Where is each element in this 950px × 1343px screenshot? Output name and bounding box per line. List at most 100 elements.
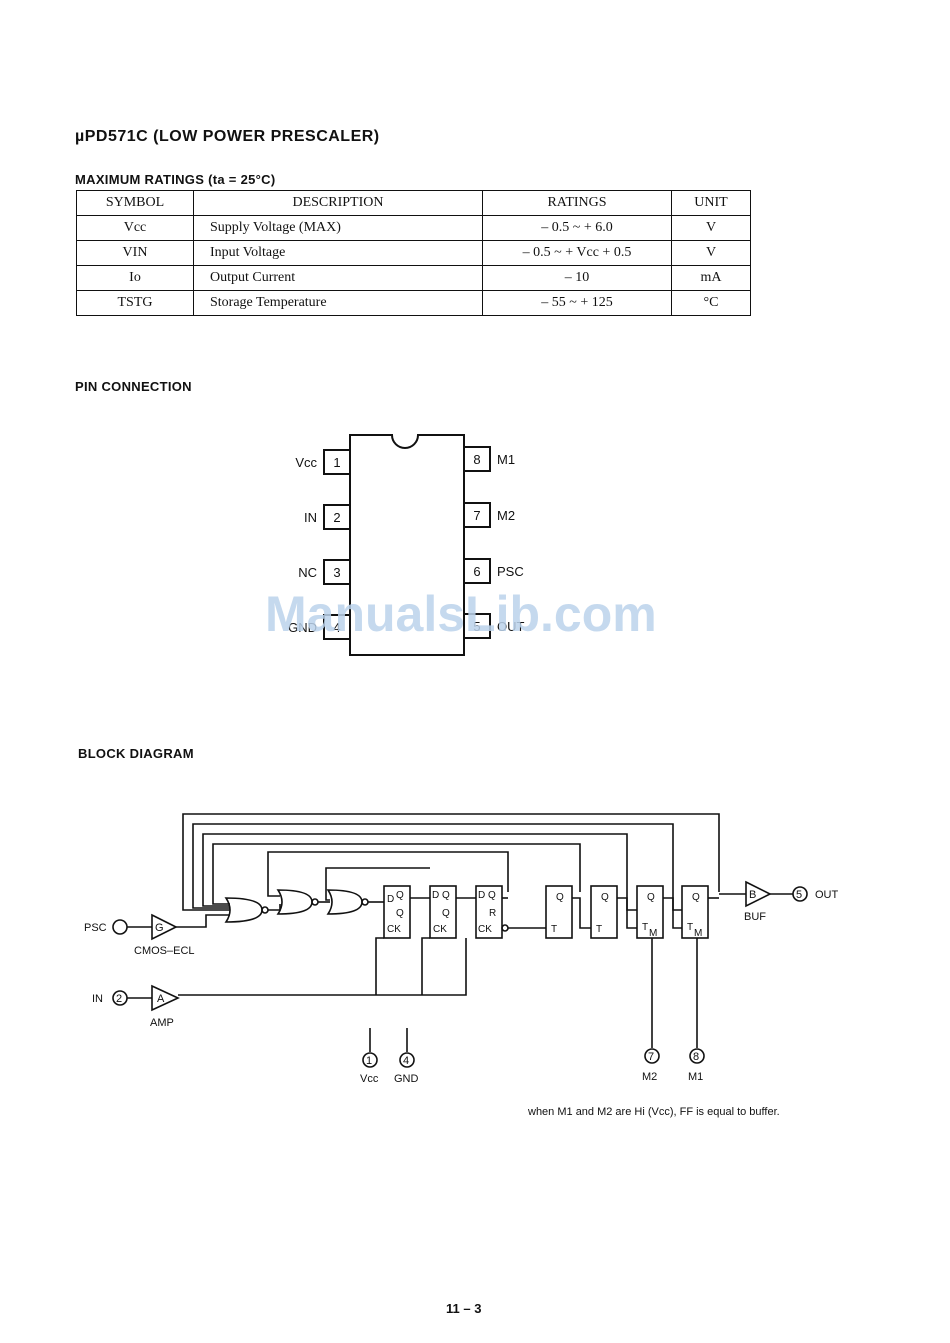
flip-flop <box>475 885 503 939</box>
gate-letter: G <box>155 922 164 934</box>
ff-pin-label: CK <box>433 924 447 935</box>
rating-cell: – 55 ~ + 125 <box>482 290 672 316</box>
ratings-table: SYMBOL DESCRIPTION RATINGS UNIT Vcc Supp… <box>76 190 751 316</box>
gnd-terminal <box>399 1052 415 1068</box>
flip-flop <box>545 885 573 939</box>
pin-number: 2 <box>333 510 340 525</box>
ff-pin-label: Q <box>396 890 404 901</box>
buf-label: BUF <box>744 911 766 923</box>
flip-flop <box>636 885 664 939</box>
amp-label: AMP <box>150 1017 174 1029</box>
symbol-cell: VIN <box>76 240 194 266</box>
column-header: RATINGS <box>482 190 672 216</box>
pin-box-1 <box>323 449 351 475</box>
pin-number: 8 <box>473 452 480 467</box>
description-cell: Storage Temperature <box>193 290 483 316</box>
pin-box-4 <box>323 614 351 640</box>
pin-number: 4 <box>333 620 340 635</box>
psc-terminal <box>112 919 128 935</box>
feedback-wire <box>202 833 637 911</box>
feedback-wire <box>267 851 509 897</box>
m2-terminal <box>644 1048 660 1064</box>
feedback-wire <box>325 867 430 901</box>
table-row: VIN Input Voltage – 0.5 ~ + Vcc + 0.5 V <box>76 240 751 266</box>
symbol-cell: TSTG <box>76 290 194 316</box>
amp-letter: A <box>157 993 165 1005</box>
in-label: IN <box>92 993 103 1005</box>
input-amplifier <box>151 984 180 1012</box>
vcc-label: Vcc <box>360 1073 379 1085</box>
pin-number: 5 <box>473 619 480 634</box>
nor-gate <box>224 897 263 923</box>
ff-pin-label: R <box>489 908 496 919</box>
ff-pin-label: T <box>596 924 602 935</box>
ff-pin-label: Q <box>556 892 564 903</box>
pin-label: PSC <box>497 564 524 579</box>
watermark: ManualsLib.com <box>265 586 657 642</box>
pin-label: NC <box>298 565 317 580</box>
page-number: 11 – 3 <box>446 1301 482 1316</box>
pin-box-2 <box>323 504 351 530</box>
symbol-cell: Io <box>76 265 194 291</box>
column-header: SYMBOL <box>76 190 194 216</box>
output-buffer <box>745 880 772 908</box>
pin-number: 4 <box>403 1055 409 1067</box>
flip-flop <box>429 885 457 939</box>
pin-diagram: 1 2 3 4 8 7 6 5 Vcc IN NC GND M1 M2 PSC … <box>288 434 525 656</box>
table-header-row: SYMBOL DESCRIPTION RATINGS UNIT <box>76 190 751 216</box>
ff-pin-label: D <box>387 894 394 905</box>
pin-number: 7 <box>473 508 480 523</box>
out-label: OUT <box>815 889 839 901</box>
m1-terminal <box>689 1048 705 1064</box>
table-row: Vcc Supply Voltage (MAX) – 0.5 ~ + 6.0 V <box>76 215 751 241</box>
feedback-wire <box>212 843 581 905</box>
pin-number: 7 <box>648 1051 654 1063</box>
column-header: UNIT <box>671 190 751 216</box>
flip-flop <box>383 885 411 939</box>
block-diagram-heading: BLOCK DIAGRAM <box>78 746 194 761</box>
feedback-wire <box>182 813 720 911</box>
description-cell: Supply Voltage (MAX) <box>193 215 483 241</box>
pin-box-3 <box>323 559 351 585</box>
table-row: TSTG Storage Temperature – 55 ~ + 125 °C <box>76 290 751 316</box>
ff-pin-label: T <box>642 922 648 933</box>
pin-label: OUT <box>497 619 525 634</box>
rating-cell: – 0.5 ~ + Vcc + 0.5 <box>482 240 672 266</box>
unit-cell: °C <box>671 290 751 316</box>
unit-cell: V <box>671 240 751 266</box>
pin-label: M1 <box>497 452 515 467</box>
out-terminal <box>792 886 808 902</box>
ratings-heading: MAXIMUM RATINGS (ta = 25°C) <box>75 172 276 187</box>
nor-gate <box>276 889 313 915</box>
ff-pin-label: T <box>687 922 693 933</box>
footnote: when M1 and M2 are Hi (Vcc), FF is equal… <box>528 1106 780 1118</box>
vcc-terminal <box>362 1052 378 1068</box>
m1-label: M1 <box>688 1071 703 1083</box>
ff-pin-label: Q <box>442 890 450 901</box>
pin-number: 1 <box>366 1055 372 1067</box>
column-header: DESCRIPTION <box>193 190 483 216</box>
symbol-cell: Vcc <box>76 215 194 241</box>
pin-label: M2 <box>497 508 515 523</box>
ff-pin-label: T <box>551 924 557 935</box>
feedback-wire <box>192 823 682 911</box>
pin-number: 2 <box>116 993 122 1005</box>
ff-pin-label: Q <box>396 908 404 919</box>
gnd-label: GND <box>394 1073 419 1085</box>
ff-pin-label: Q <box>692 892 700 903</box>
pin-box-7 <box>463 502 491 528</box>
pin-box-5 <box>463 613 491 639</box>
cmos-ecl-buffer <box>151 913 178 941</box>
pin-connection-heading: PIN CONNECTION <box>75 379 192 394</box>
table-row: Io Output Current – 10 mA <box>76 265 751 291</box>
ff-pin-label: D <box>432 890 439 901</box>
pin-label: IN <box>304 510 317 525</box>
pin-number: 8 <box>693 1051 699 1063</box>
ff-pin-label: M <box>649 928 657 939</box>
block-diagram: PSC G CMOS–ECL IN 2 A AMP B BUF 5 OUT 1 … <box>84 813 839 1085</box>
pin-number: 1 <box>333 455 340 470</box>
unit-cell: mA <box>671 265 751 291</box>
nor-gate <box>326 889 363 915</box>
pin-box-8 <box>463 446 491 472</box>
rating-cell: – 10 <box>482 265 672 291</box>
